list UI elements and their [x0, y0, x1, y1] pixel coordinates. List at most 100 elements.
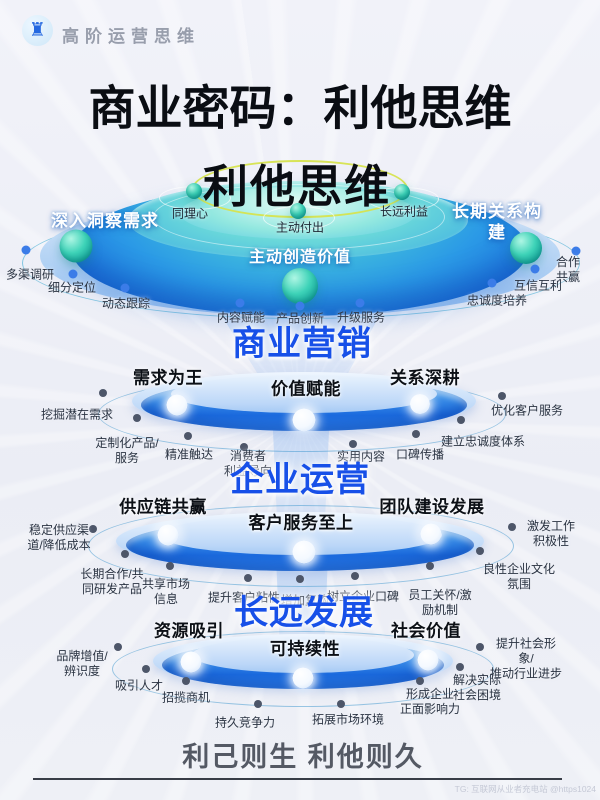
tier4-left-label: 资源吸引	[154, 621, 224, 641]
tier4-title: 长远发展	[234, 593, 374, 632]
tier2-center-label: 价值赋能	[271, 379, 341, 399]
arc-dot	[571, 246, 581, 256]
tier4-arc-label: 品牌增值/ 辨识度	[56, 649, 108, 678]
tier1-orbit-sphere-center	[290, 203, 306, 219]
tier1-bottom-label: 升级服务	[336, 310, 386, 325]
tier3-bottom-label: 树立企业口碑	[326, 589, 400, 604]
tier3-node-sphere-right	[420, 523, 442, 545]
tier2-title: 商业营销	[232, 324, 372, 363]
arc-dot	[244, 574, 252, 582]
arc-dot	[530, 264, 540, 274]
tier2-arc-label: 优化客户服务	[490, 403, 564, 418]
arc-dot	[114, 643, 122, 651]
tier4-arc-label: 解决实际 社会困境	[452, 673, 502, 702]
arc-dot	[508, 523, 516, 531]
tier3-right-label: 团队建设发展	[379, 497, 485, 517]
arc-dot	[254, 700, 262, 708]
arc-dot	[68, 269, 78, 279]
arc-dot	[476, 643, 484, 651]
rook-icon: ♜	[22, 15, 53, 46]
tier3-left-label: 供应链共赢	[119, 497, 207, 517]
tier2-node-sphere-left	[166, 394, 188, 416]
tier2-bottom-label: 实用内容	[336, 449, 386, 464]
tier1-arc-label: 多渠调研	[5, 267, 55, 282]
tier1-arc-label: 忠诚度培养	[466, 293, 528, 308]
tier4-arc-label: 形成企业 正面影响力	[399, 687, 461, 716]
tier3-arc-label: 员工关怀/激 励机制	[408, 588, 472, 617]
tier3-center-label: 客户服务至上	[248, 513, 354, 533]
tier1-arc-label: 互信互利	[513, 278, 563, 293]
tier2-bottom-label: 消费者 利益导向	[223, 449, 273, 478]
tier1-center-label: 主动创造价值	[248, 249, 352, 266]
brand-name: 高阶运营思维	[62, 27, 200, 46]
tier3-arc-label: 激发工作积极性	[526, 519, 575, 548]
tier1-title: 利他思维	[202, 160, 392, 212]
tier1-orbit-label: 主动付出	[275, 220, 325, 235]
tier3-node-sphere-center	[292, 540, 316, 564]
arc-dot	[142, 665, 150, 673]
tier1-arc-label: 合作共赢	[555, 255, 580, 284]
tier4-arc-label: 吸引人才	[114, 678, 164, 693]
arc-dot	[121, 550, 129, 558]
tier1-right-label: 长期关系构建	[452, 201, 542, 242]
tier4-opening	[192, 637, 414, 673]
page-title: 商业密码：利他思维	[89, 70, 512, 139]
arc-dot	[99, 389, 107, 397]
arc-dot	[235, 298, 245, 308]
arc-dot	[355, 298, 365, 308]
tier4-arc-label: 招揽商机	[161, 690, 211, 705]
arc-dot	[457, 416, 465, 424]
tier1-node-sphere-right	[510, 232, 542, 264]
tier2-arc-label: 建立忠诚度体系	[440, 434, 526, 449]
tier1-orbit-label: 同理心	[171, 206, 209, 221]
arc-dot	[337, 700, 345, 708]
arc-dot	[120, 283, 130, 293]
tier1-left-label: 深入洞察需求	[51, 211, 159, 231]
footer-divider	[33, 778, 562, 780]
arc-dot	[182, 677, 190, 685]
tier2-left-label: 需求为王	[133, 368, 203, 388]
tier1-orbit-sphere-left	[186, 183, 202, 199]
tier4-node-sphere-right	[417, 649, 439, 671]
arc-dot	[295, 301, 305, 311]
arc-dot	[476, 547, 484, 555]
tier2-arc-label: 挖掘潜在需求	[40, 407, 114, 422]
tier1-node-sphere-left	[59, 229, 93, 263]
arc-dot	[349, 440, 357, 448]
tier4-bottom-label: 持久竞争力	[214, 715, 276, 730]
tier3-title: 企业运营	[230, 460, 370, 499]
arc-dot	[456, 663, 464, 671]
arc-dot	[351, 572, 359, 580]
tier3-arc-label: 稳定供应渠 道/降低成本	[27, 523, 91, 552]
tier2-node-sphere-right	[410, 394, 430, 414]
tier2-arc-label: 口碑传播	[395, 447, 445, 462]
tier1-orbit-sphere-right	[394, 184, 410, 200]
arc-dot	[426, 562, 434, 570]
tier4-bottom-label: 拓展市场环境	[311, 712, 385, 727]
tier2-right-label: 关系深耕	[390, 368, 460, 388]
arc-dot	[487, 278, 497, 288]
footer-slogan: 利己则生 利他则久	[182, 742, 424, 773]
tier4-right-label: 社会价值	[391, 621, 461, 641]
arc-dot	[89, 525, 97, 533]
tier1-bottom-label: 产品创新	[275, 311, 325, 326]
tier4-center-label: 可持续性	[270, 639, 340, 659]
tier4-arc-label: 提升社会形象/ 推动行业进步	[489, 636, 562, 681]
tier3-arc-label: 良性企业文化氛围	[482, 562, 555, 591]
tier1-node-sphere-center	[282, 268, 318, 304]
tier1-orbit-label: 长远利益	[379, 204, 429, 219]
tier3-arc-label: 共享市场 信息	[141, 577, 191, 606]
tier1-arc-label: 动态跟踪	[101, 296, 151, 311]
arc-dot	[166, 562, 174, 570]
arc-dot	[296, 575, 304, 583]
tier3-arc-label: 长期合作/共 同研发产品	[80, 567, 144, 596]
tier2-opening	[171, 375, 437, 413]
arc-dot	[21, 245, 31, 255]
tier4-node-sphere-center	[292, 667, 314, 689]
tier2-arc-label: 精准触达	[164, 447, 214, 462]
watermark: TG: 互联网从业者充电站 @https1024	[454, 784, 596, 794]
arc-dot	[184, 432, 192, 440]
tier3-node-sphere-left	[157, 524, 179, 546]
tier3-outer-arc	[88, 505, 514, 587]
